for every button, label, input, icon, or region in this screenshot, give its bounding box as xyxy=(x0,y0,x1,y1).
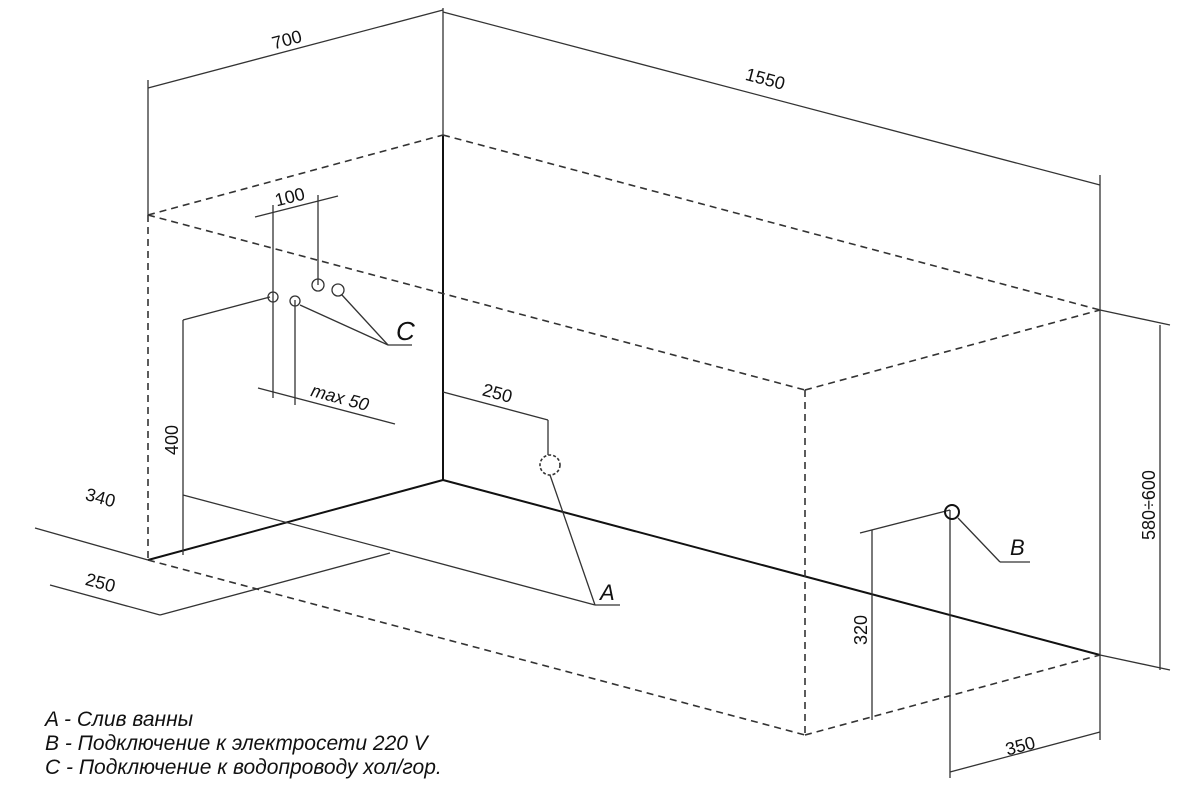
dimension-labels: 700 1550 100 max 50 250 400 340 250 580÷… xyxy=(83,26,1159,759)
dim-outlet-offset: 350 xyxy=(1003,732,1037,759)
dimension-lines xyxy=(34,8,1171,778)
dim-pipe-spacing: 100 xyxy=(273,184,307,211)
dim-left-offset: 340 xyxy=(83,484,117,511)
legend-item-b: B - Подключение к электросети 220 V xyxy=(45,732,428,755)
dim-pipe-height: 400 xyxy=(162,425,182,455)
dim-width: 700 xyxy=(270,26,304,53)
marker-c: C xyxy=(396,316,415,346)
dim-outlet-height: 320 xyxy=(851,615,871,645)
box-edges xyxy=(147,134,1101,736)
legend-item-a: A - Слив ванны xyxy=(45,708,194,731)
dim-bottom-offset: 250 xyxy=(83,569,117,596)
water-pipe-c2 xyxy=(289,295,301,307)
water-pipe-c1 xyxy=(267,291,279,303)
water-pipe-c3 xyxy=(311,278,325,292)
power-outlet-b-circle xyxy=(944,504,960,520)
legend-item-c: C - Подключение к водопроводу хол/гор. xyxy=(45,756,442,779)
connection-points xyxy=(267,278,1030,606)
legend: A - Слив ванны B - Подключение к электро… xyxy=(45,708,442,780)
marker-a: A xyxy=(598,580,615,605)
marker-b: B xyxy=(1010,535,1025,560)
dim-length: 1550 xyxy=(743,64,787,94)
water-pipe-c4 xyxy=(331,283,345,297)
drain-a-circle xyxy=(539,454,561,476)
marker-labels: A B C xyxy=(396,316,1025,605)
dim-height: 580÷600 xyxy=(1139,470,1159,540)
